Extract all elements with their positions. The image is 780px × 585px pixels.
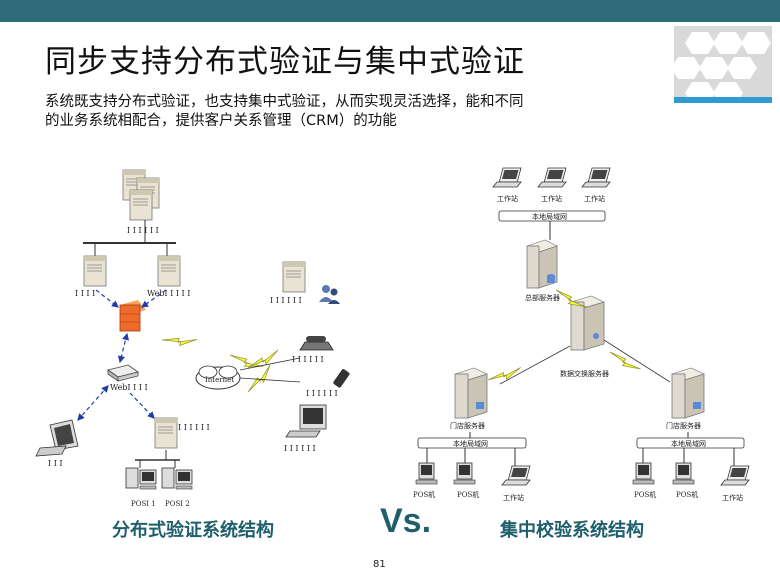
users-icon	[319, 285, 340, 304]
firewall-icon	[119, 300, 146, 332]
internet-label: Internet	[205, 376, 234, 384]
top-banner	[0, 0, 780, 22]
phone-label: I I I I I I	[292, 355, 324, 364]
mobile-label: I I I I I I	[306, 389, 338, 398]
page-title: 同步支持分布式验证与集中式验证	[45, 44, 525, 80]
internet-cloud-icon	[195, 365, 241, 390]
store-server-left-label: 门店服务器	[450, 421, 485, 430]
phone-icon	[299, 336, 334, 351]
accent-line	[674, 97, 772, 103]
top-server-icon	[122, 169, 160, 221]
hq-server-label: 总部服务器	[525, 293, 560, 302]
right-diagram-caption: 集中校验系统结构	[500, 520, 644, 541]
pos-left-1-label: POS机	[413, 490, 435, 499]
workstation-icon-1	[492, 167, 522, 188]
workstation-right-store-icon	[720, 465, 750, 486]
pos-right-1-icon	[632, 462, 655, 485]
router-icon	[107, 364, 139, 382]
vs-label: Vs.	[380, 502, 432, 540]
store-lan-right-label: 本地局域网	[671, 439, 706, 448]
server-a-label: I I I I	[75, 289, 95, 298]
pos-left-2-label: POS机	[457, 490, 479, 499]
architecture-diagram: I I I I I I I I I I WebI I I I I WebI I …	[35, 167, 750, 508]
store-server-left-icon	[454, 367, 488, 419]
pos1-label: POSI 1	[131, 500, 156, 508]
pos-right-1-label: POS机	[634, 490, 656, 499]
server-b-icon	[157, 255, 181, 287]
workstation-label-1: 工作站	[497, 194, 518, 203]
server-b-label: WebI I I I I	[147, 289, 190, 298]
pos2-icon	[161, 467, 193, 490]
pos1-icon	[125, 467, 157, 490]
description-line-2: 的业务系统相配合，提供客户关系管理（CRM）的功能	[45, 113, 397, 129]
lower-server-icon	[154, 417, 178, 449]
server-a-icon	[83, 255, 107, 287]
pc-left-label: I I I	[48, 459, 63, 468]
pos-left-2-icon	[453, 462, 476, 485]
store-lan-right-bar	[636, 437, 745, 449]
right-centralized-diagram: 工作站 工作站 工作站 本地局域网 总部服务器 数据交换服务器	[413, 167, 750, 502]
pc-right-icon	[285, 404, 327, 438]
store-lan-left-bar	[417, 437, 527, 449]
remote-server-icon	[282, 261, 306, 293]
description-line-1: 系统既支持分布式验证，也支持集中式验证，从而实现灵活选择，能和不同	[45, 94, 524, 110]
workstation-label-3: 工作站	[584, 194, 605, 203]
pos-left-1-icon	[415, 462, 438, 485]
hq-lan-label: 本地局域网	[532, 212, 567, 221]
pc-right-label: I I I I I I	[284, 444, 316, 453]
pos2-label: POSI 2	[165, 500, 190, 508]
left-distributed-diagram: I I I I I I I I I I WebI I I I I WebI I …	[35, 169, 350, 508]
wan-label: WebI I I I	[110, 383, 148, 392]
workstation-left-store-icon	[501, 465, 531, 486]
lower-server-label: I I I I I I	[178, 423, 210, 432]
page-number: 81	[373, 559, 386, 570]
pos-right-2-icon	[672, 462, 695, 485]
lightning-1	[161, 324, 198, 356]
store-lan-left-label: 本地局域网	[453, 439, 488, 448]
workstation-icon-3	[581, 167, 611, 188]
mobile-phone-icon	[333, 369, 350, 388]
workstation-left-store-label: 工作站	[503, 493, 524, 502]
left-diagram-caption: 分布式验证系统结构	[112, 520, 274, 541]
store-server-right-label: 门店服务器	[666, 421, 701, 430]
remote-server-label: I I I I I I	[270, 296, 302, 305]
hq-lan-bar	[498, 210, 606, 222]
workstation-icon-2	[537, 167, 567, 188]
pos-right-2-label: POS机	[676, 490, 698, 499]
exchange-server-label: 数据交换服务器	[560, 369, 609, 378]
hexagon-decoration	[674, 26, 772, 104]
pc-left-icon	[35, 419, 79, 457]
description: 系统既支持分布式验证，也支持集中式验证，从而实现灵活选择，能和不同 的业务系统相…	[45, 93, 645, 131]
store-server-right-icon	[671, 367, 705, 419]
workstation-label-2: 工作站	[541, 194, 562, 203]
workstation-right-store-label: 工作站	[722, 493, 743, 502]
top-server-label: I I I I I I	[127, 226, 159, 235]
hq-server-icon	[526, 239, 558, 289]
